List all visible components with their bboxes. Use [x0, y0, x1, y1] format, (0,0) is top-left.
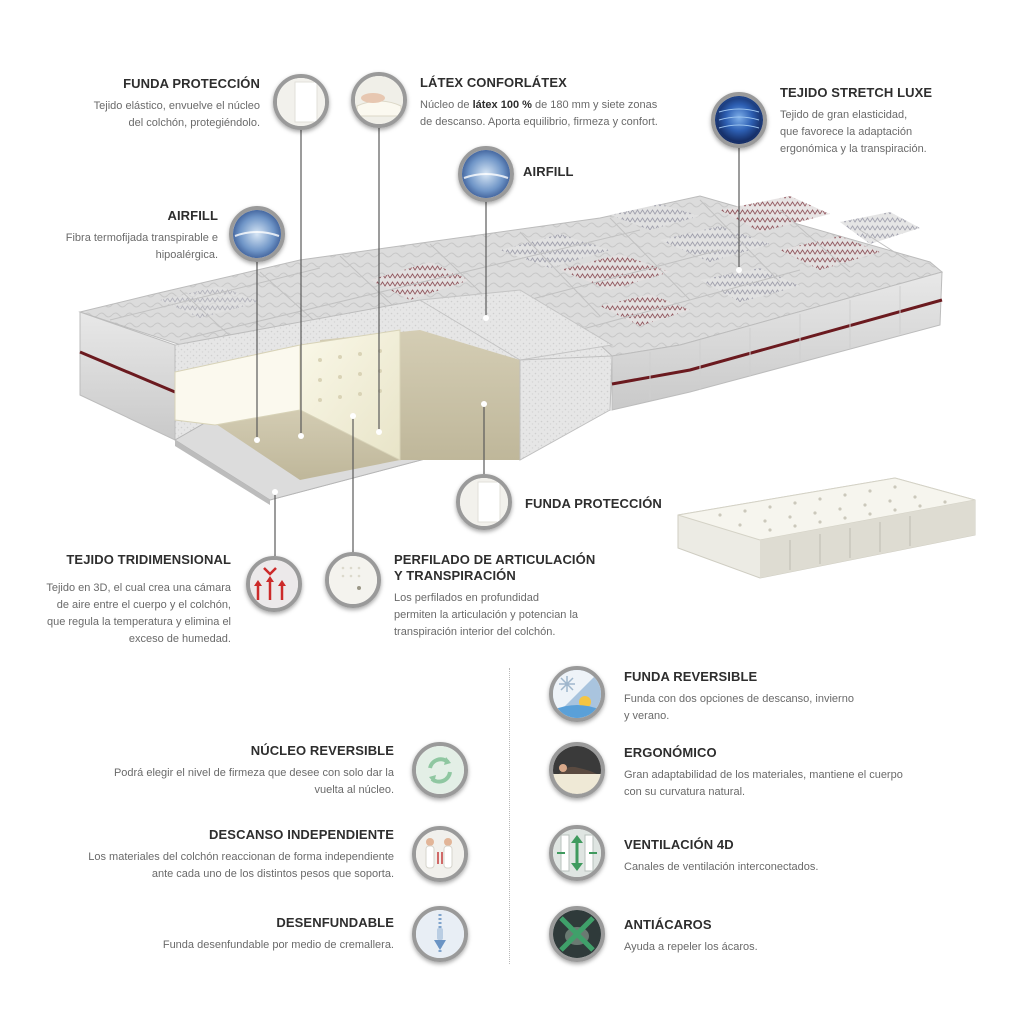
feature-text: Canales de ventilación interconectados. [624, 861, 819, 873]
sleeping-person-icon [549, 742, 605, 798]
feature-title: NÚCLEO REVERSIBLE [250, 743, 394, 758]
feature-title: DESENFUNDABLE [276, 915, 394, 930]
callout-title: TEJIDO TRIDIMENSIONAL [66, 552, 231, 567]
callout-title: AIRFILL [523, 164, 574, 179]
callout-text: Tejido de gran elasticidad,que favorece … [780, 109, 927, 155]
airfill-left-badge-icon [229, 206, 285, 262]
feature-title: VENTILACIÓN 4D [624, 837, 734, 852]
fabric-cover-badge-icon [273, 74, 329, 130]
feature-ventilacion-4d: VENTILACIÓN 4D Canales de ventilación in… [624, 837, 924, 876]
two-sleepers-icon [412, 826, 468, 882]
feature-descanso-independiente: DESCANSO INDEPENDIENTE Los materiales de… [34, 827, 394, 883]
callout-title: FUNDA PROTECCIÓN [123, 76, 260, 91]
leader-lines [254, 128, 742, 556]
feature-title: DESCANSO INDEPENDIENTE [209, 827, 394, 842]
feature-text: Gran adaptabilidad de los materiales, ma… [624, 769, 903, 798]
callout-airfill-center: AIRFILL [523, 164, 643, 186]
callout-latex-conforlatex: LÁTEX CONFORLÁTEX Núcleo de látex 100 % … [420, 75, 680, 131]
zipper-icon [412, 906, 468, 962]
latex-core-image [677, 477, 976, 579]
callout-title: LÁTEX CONFORLÁTEX [420, 75, 567, 90]
profile-cut-badge-icon [325, 552, 381, 608]
latex-layer-badge-icon [351, 72, 407, 128]
feature-text: Los materiales del colchón reaccionan de… [88, 851, 394, 880]
airflow-arrows-icon [549, 825, 605, 881]
anti-mite-icon [549, 906, 605, 962]
feature-text: Ayuda a repeler los ácaros. [624, 941, 758, 953]
feature-title: ERGONÓMICO [624, 745, 717, 760]
feature-text: Funda desenfundable por medio de cremall… [162, 939, 394, 951]
feature-funda-reversible: FUNDA REVERSIBLE Funda con dos opciones … [624, 669, 944, 725]
callout-funda-proteccion-bottom: FUNDA PROTECCIÓN [525, 496, 685, 518]
callout-title: TEJIDO STRETCH LUXE [780, 85, 933, 100]
feature-title: FUNDA REVERSIBLE [624, 669, 758, 684]
feature-antiacaros: ANTIÁCAROS Ayuda a repeler los ácaros. [624, 917, 924, 956]
feature-nucleo-reversible: NÚCLEO REVERSIBLE Podrá elegir el nivel … [54, 743, 394, 799]
3d-fabric-badge-icon [246, 556, 302, 612]
callout-title: FUNDA PROTECCIÓN [525, 496, 662, 511]
callout-text: Núcleo de látex 100 % de 180 mm y siete … [420, 99, 658, 128]
recycle-arrows-icon [412, 742, 468, 798]
stretch-fabric-badge-icon [711, 92, 767, 148]
callout-tejido-stretch-luxe: TEJIDO STRETCH LUXE Tejido de gran elast… [780, 85, 1000, 158]
callout-funda-proteccion-top: FUNDA PROTECCIÓN Tejido elástico, envuel… [40, 76, 260, 132]
feature-title: ANTIÁCAROS [624, 917, 712, 932]
snow-sun-icon [549, 666, 605, 722]
callout-title: AIRFILL [167, 208, 218, 223]
feature-text: Podrá elegir el nivel de firmeza que des… [113, 767, 394, 796]
feature-text: Funda con dos opciones de descanso, invi… [624, 693, 854, 722]
callout-airfill-left: AIRFILL Fibra termofijada transpirable e… [18, 208, 218, 264]
fabric-cover-bottom-badge-icon [456, 474, 512, 530]
feature-desenfundable: DESENFUNDABLE Funda desenfundable por me… [94, 915, 394, 954]
airfill-center-badge-icon [458, 146, 514, 202]
feature-ergonomico: ERGONÓMICO Gran adaptabilidad de los mat… [624, 745, 954, 801]
features-divider [509, 668, 510, 964]
callout-tejido-tridimensional: TEJIDO TRIDIMENSIONAL Tejido en 3D, el c… [11, 552, 231, 648]
